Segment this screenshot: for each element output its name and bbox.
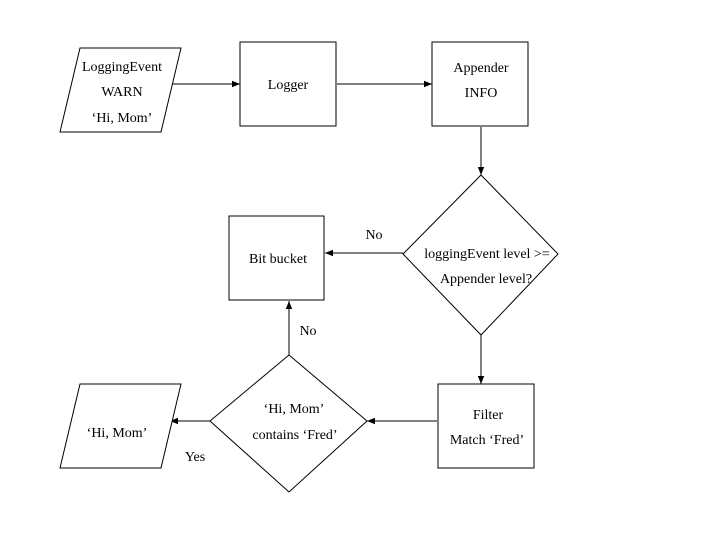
bit-bucket-label: Bit bucket <box>249 252 307 267</box>
edge-label-level-no: No <box>365 228 382 243</box>
node-filter: Filter Match ‘Fred’ <box>437 383 535 469</box>
appender-line2: INFO <box>465 86 498 101</box>
node-bit-bucket: Bit bucket <box>228 215 325 301</box>
logging-event-line3: ‘Hi, Mom’ <box>92 111 153 126</box>
node-logging-event: LoggingEvent WARN ‘Hi, Mom’ <box>59 47 182 133</box>
node-output: ‘Hi, Mom’ <box>59 383 182 469</box>
output-label: ‘Hi, Mom’ <box>87 426 148 441</box>
node-appender: Appender INFO <box>431 41 529 127</box>
level-check-line1: loggingEvent level >= <box>424 247 550 262</box>
edge-label-contains-no: No <box>299 324 316 339</box>
logging-event-line1: LoggingEvent <box>82 60 162 75</box>
filter-line2: Match ‘Fred’ <box>450 433 524 448</box>
logging-event-line2: WARN <box>101 85 142 100</box>
logger-label: Logger <box>268 78 309 93</box>
contains-check-line2: contains ‘Fred’ <box>252 428 337 443</box>
appender-line1: Appender <box>453 61 509 76</box>
node-contains-check: ‘Hi, Mom’ contains ‘Fred’ <box>209 354 368 493</box>
contains-check-line1: ‘Hi, Mom’ <box>264 402 325 417</box>
edge-label-contains-yes: Yes <box>185 450 205 465</box>
filter-line1: Filter <box>473 408 504 423</box>
level-check-line2: Appender level? <box>440 272 532 287</box>
node-logger: Logger <box>239 41 337 127</box>
node-level-check: loggingEvent level >= Appender level? <box>402 174 559 336</box>
